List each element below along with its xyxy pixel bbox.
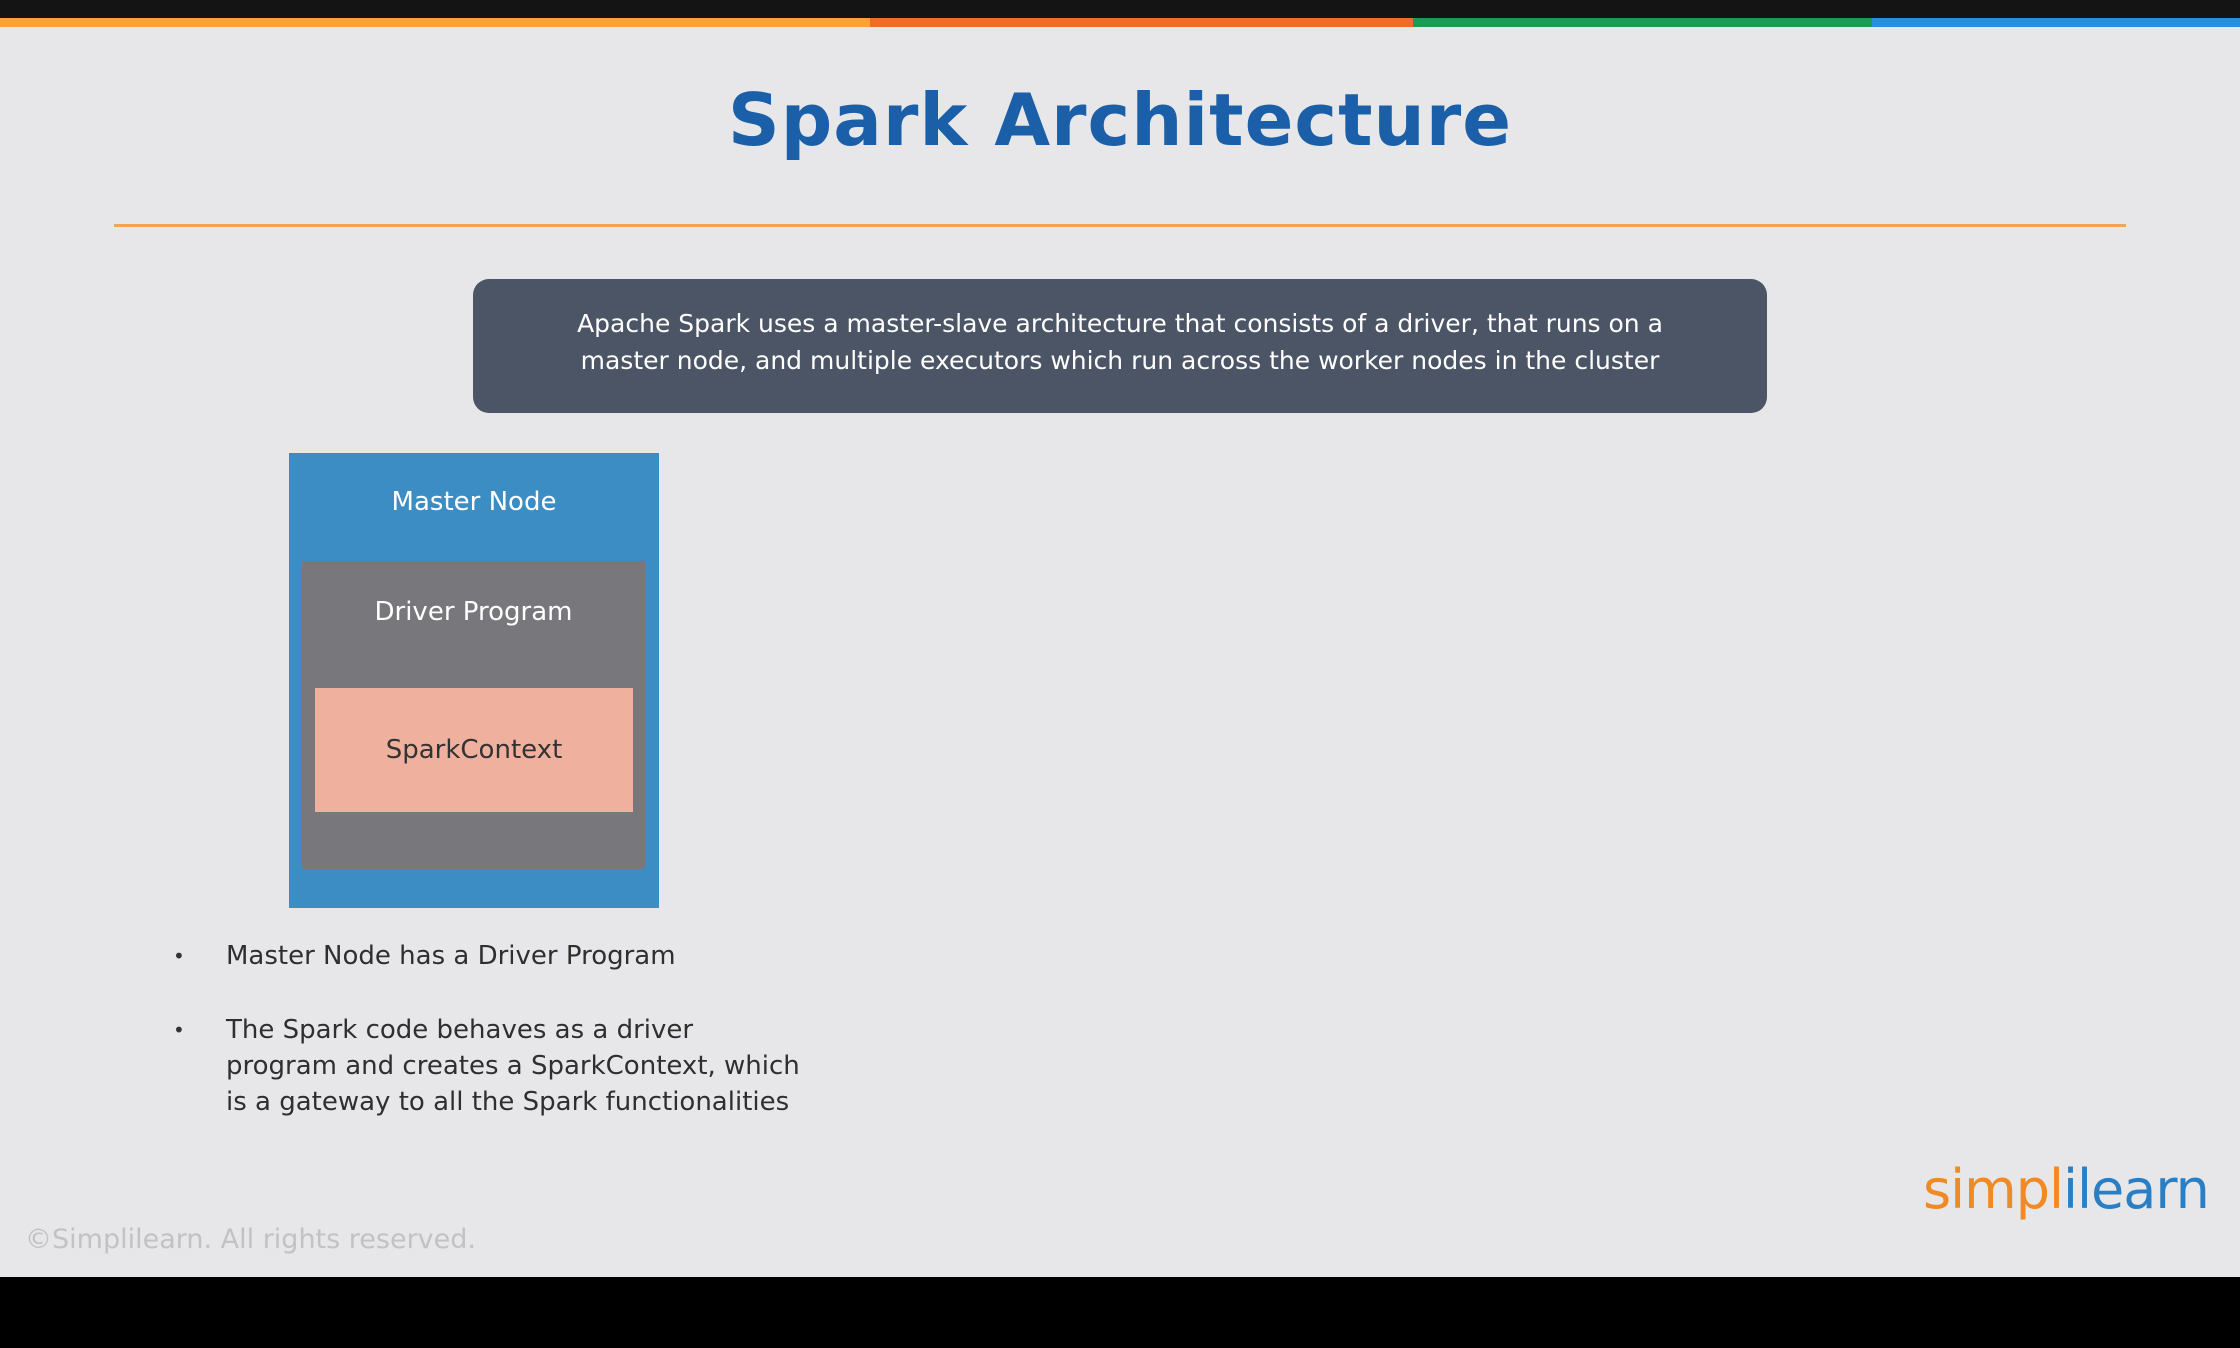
bullet-item: • Master Node has a Driver Program <box>170 938 810 974</box>
bullet-dot-icon: • <box>173 1018 185 1042</box>
accent-color-bar <box>0 18 2240 27</box>
driver-program-label: Driver Program <box>374 597 573 627</box>
logo-part-1: simpl <box>1923 1158 2064 1221</box>
logo-part-2: ilearn <box>2063 1158 2210 1221</box>
copyright-notice: ©Simplilearn. All rights reserved. <box>25 1224 476 1255</box>
master-node-box: Master Node Driver Program SparkContext <box>289 453 659 908</box>
bullet-item: • The Spark code behaves as a driver pro… <box>170 1012 810 1120</box>
description-callout: Apache Spark uses a master-slave archite… <box>473 279 1767 413</box>
slide: Spark Architecture Apache Spark uses a m… <box>0 0 2240 1277</box>
spark-context-label: SparkContext <box>385 735 563 765</box>
slide-title: Spark Architecture <box>727 78 1513 162</box>
accent-segment-orange <box>0 18 870 27</box>
simplilearn-logo: simplilearn <box>1923 1158 2210 1221</box>
top-band <box>0 0 2240 18</box>
bullet-text: The Spark code behaves as a driver progr… <box>226 1015 800 1117</box>
bottom-band <box>0 1277 2240 1348</box>
spark-context-box: SparkContext <box>315 688 633 812</box>
driver-program-box: Driver Program SparkContext <box>302 561 645 869</box>
master-node-label: Master Node <box>391 487 557 517</box>
accent-segment-blue <box>1872 18 2240 27</box>
title-divider <box>114 224 2126 227</box>
accent-segment-green <box>1413 18 1872 27</box>
bullet-dot-icon: • <box>173 944 185 968</box>
accent-segment-red-orange <box>870 18 1413 27</box>
bullet-text: Master Node has a Driver Program <box>226 941 676 971</box>
bullet-list: • Master Node has a Driver Program • The… <box>170 938 810 1120</box>
